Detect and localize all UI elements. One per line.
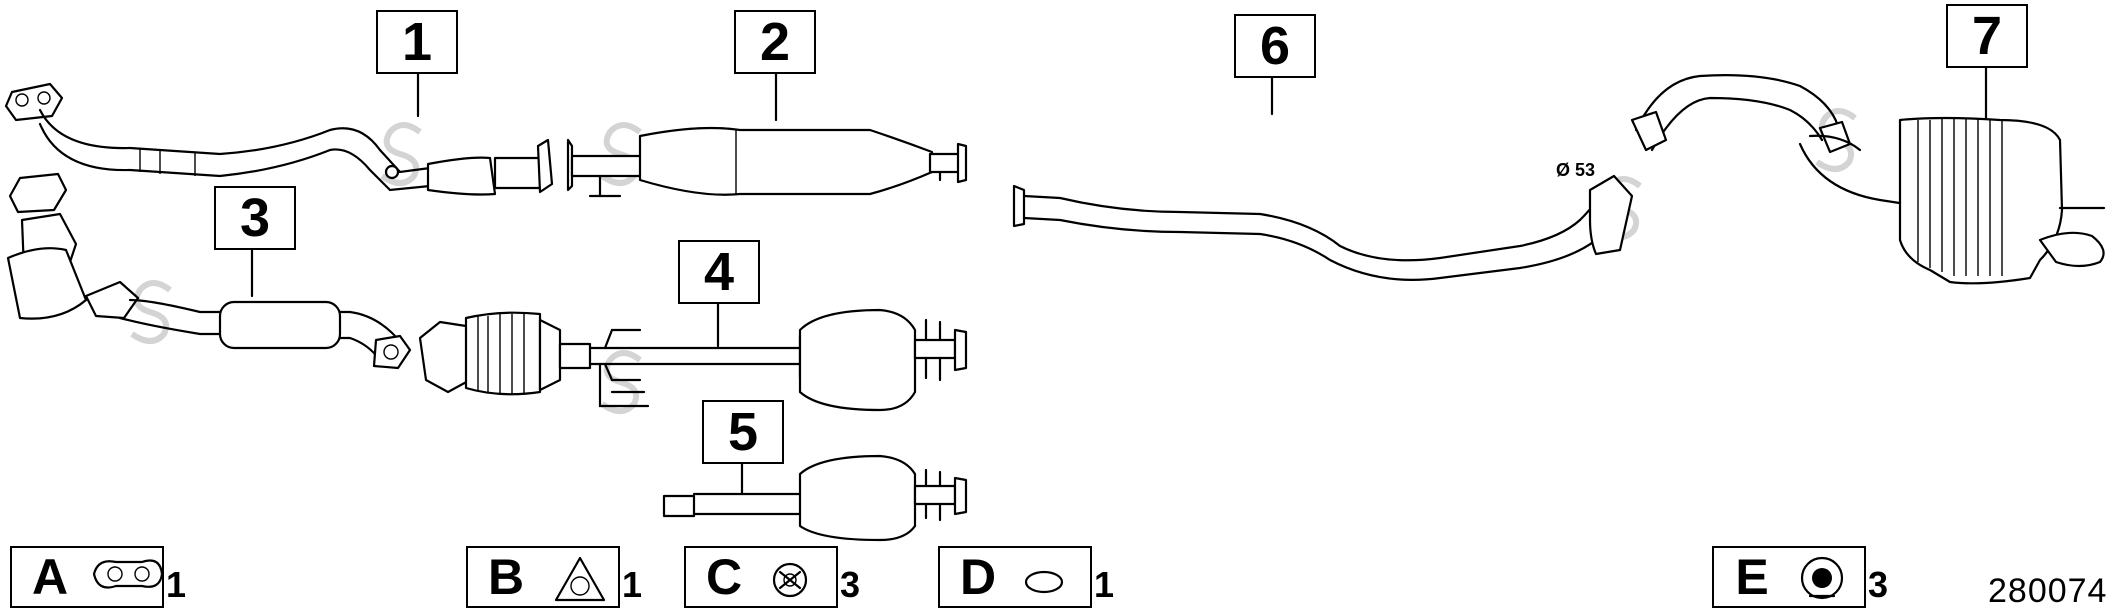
part-5-rear-muffler bbox=[662, 454, 968, 542]
callout-4: 4 bbox=[678, 240, 760, 304]
legend-icon-box bbox=[544, 546, 620, 608]
legend-icon-box bbox=[1016, 546, 1092, 608]
callout-5: 5 bbox=[702, 400, 784, 464]
callout-1: 1 bbox=[376, 10, 458, 74]
legend-letter: A bbox=[10, 546, 90, 608]
legend-quantity: 3 bbox=[1868, 564, 1889, 605]
legend-icon-box bbox=[88, 546, 164, 608]
part-2-center-muffler bbox=[566, 126, 968, 198]
legend-icon-box bbox=[762, 546, 838, 608]
legend-letter: B bbox=[466, 546, 546, 608]
part-7-rear-silencer bbox=[1630, 74, 2106, 285]
callout-7: 7 bbox=[1946, 4, 2028, 68]
callout-6: 6 bbox=[1234, 14, 1316, 78]
part-6-intermediate-pipe bbox=[1012, 174, 1634, 281]
legend-quantity: 1 bbox=[1094, 564, 1115, 605]
part-3-catalytic-converter-pipe bbox=[6, 172, 412, 370]
legend-quantity: 1 bbox=[622, 564, 643, 605]
callout-2: 2 bbox=[734, 10, 816, 74]
document-number: 280074 bbox=[1988, 572, 2108, 610]
legend-quantity: 1 bbox=[166, 564, 187, 605]
part-1-front-pipe bbox=[4, 82, 554, 196]
legend-letter: C bbox=[684, 546, 764, 608]
legend-letter: E bbox=[1712, 546, 1792, 608]
legend-quantity: 3 bbox=[840, 564, 861, 605]
part-4-catalyst-muffler-assembly bbox=[418, 308, 968, 412]
legend-letter: D bbox=[938, 546, 1018, 608]
diameter-annotation: Ø 53 bbox=[1556, 160, 1596, 180]
legend-icon-box bbox=[1790, 546, 1866, 608]
leader-lines bbox=[250, 62, 1988, 496]
callout-3: 3 bbox=[214, 186, 296, 250]
